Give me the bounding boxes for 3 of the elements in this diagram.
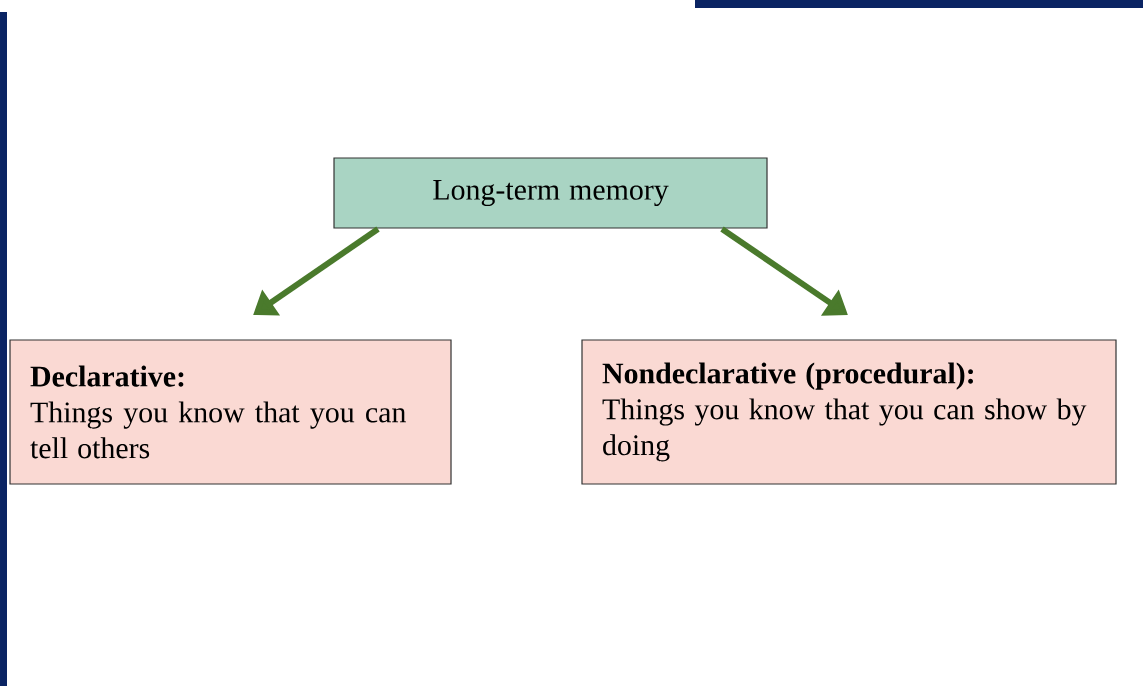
category-box: Declarative: Things you know that you can tell others bbox=[9, 339, 452, 485]
category-box: Nondeclarative (procedural): Things you know that you can show by doing bbox=[581, 339, 1117, 485]
memory-box: Long-term memory bbox=[333, 157, 768, 229]
